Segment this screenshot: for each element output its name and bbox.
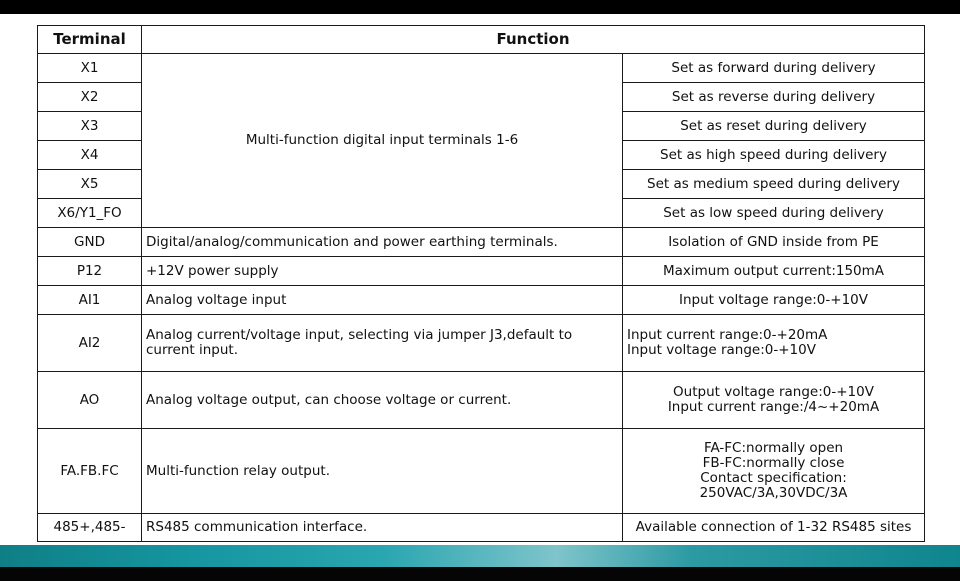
function-cell: Digital/analog/communication and power e… — [141, 227, 623, 257]
note-cell: Set as reverse during delivery — [621, 82, 926, 112]
terminal-function-table: Terminal Function X1 Multi-function digi… — [37, 25, 926, 542]
note-cell: Maximum output current:150mA — [621, 256, 926, 286]
table-row: X5 Set as medium speed during delivery — [37, 169, 926, 199]
table-row: X4 Set as high speed during delivery — [37, 140, 926, 170]
header-terminal: Terminal — [37, 25, 142, 54]
table-row: X6/Y1_FO Set as low speed during deliver… — [37, 198, 926, 228]
table-row: X1 Multi-function digital input terminal… — [37, 53, 926, 228]
table-row-p12: P12 +12V power supply Maximum output cur… — [37, 256, 926, 286]
terminal-cell: X6/Y1_FO — [37, 198, 142, 228]
terminal-cell: AO — [37, 371, 142, 429]
note-cell: Output voltage range:0-+10V Input curren… — [621, 371, 926, 429]
terminal-cell: P12 — [37, 256, 142, 286]
header-function: Function — [140, 25, 926, 54]
note-cell: Set as medium speed during delivery — [621, 169, 926, 199]
terminal-cell: X1 — [37, 53, 142, 83]
top-bar — [0, 0, 960, 14]
table-row-relay: FA.FB.FC Multi-function relay output. FA… — [37, 428, 926, 514]
function-cell-digital-inputs: Multi-function digital input terminals 1… — [141, 53, 623, 228]
note-cell: Set as high speed during delivery — [621, 140, 926, 170]
note-cell: Set as forward during delivery — [621, 53, 926, 83]
terminal-cell: AI1 — [37, 285, 142, 315]
terminal-cell: X4 — [37, 140, 142, 170]
table-header-row: Terminal Function — [37, 25, 926, 54]
note-cell: Available connection of 1-32 RS485 sites — [621, 513, 926, 542]
table-row-ao: AO Analog voltage output, can choose vol… — [37, 371, 926, 429]
note-cell: Set as low speed during delivery — [621, 198, 926, 228]
bottom-bar — [0, 567, 960, 581]
note-cell: Isolation of GND inside from PE — [621, 227, 926, 257]
note-cell: Input current range:0-+20mA Input voltag… — [621, 314, 926, 372]
table-row-rs485: 485+,485- RS485 communication interface.… — [37, 513, 926, 542]
function-cell: Analog current/voltage input, selecting … — [141, 314, 623, 372]
function-cell: RS485 communication interface. — [141, 513, 623, 542]
function-cell: Analog voltage input — [141, 285, 623, 315]
table-row-ai2: AI2 Analog current/voltage input, select… — [37, 314, 926, 372]
function-cell: Multi-function relay output. — [141, 428, 623, 514]
table-row: X3 Set as reset during delivery — [37, 111, 926, 141]
function-cell: Analog voltage output, can choose voltag… — [141, 371, 623, 429]
bottom-accent-strip — [0, 545, 960, 567]
table-row: X2 Set as reverse during delivery — [37, 82, 926, 112]
terminal-cell: X2 — [37, 82, 142, 112]
note-cell: Set as reset during delivery — [621, 111, 926, 141]
terminal-cell: 485+,485- — [37, 513, 142, 542]
terminal-cell: FA.FB.FC — [37, 428, 142, 514]
terminal-cell: GND — [37, 227, 142, 257]
table-row-gnd: GND Digital/analog/communication and pow… — [37, 227, 926, 257]
note-cell: FA-FC:normally open FB-FC:normally close… — [621, 428, 926, 514]
function-cell: +12V power supply — [141, 256, 623, 286]
table-row-ai1: AI1 Analog voltage input Input voltage r… — [37, 285, 926, 315]
terminal-cell: X3 — [37, 111, 142, 141]
terminal-cell: AI2 — [37, 314, 142, 372]
terminal-cell: X5 — [37, 169, 142, 199]
note-cell: Input voltage range:0-+10V — [621, 285, 926, 315]
